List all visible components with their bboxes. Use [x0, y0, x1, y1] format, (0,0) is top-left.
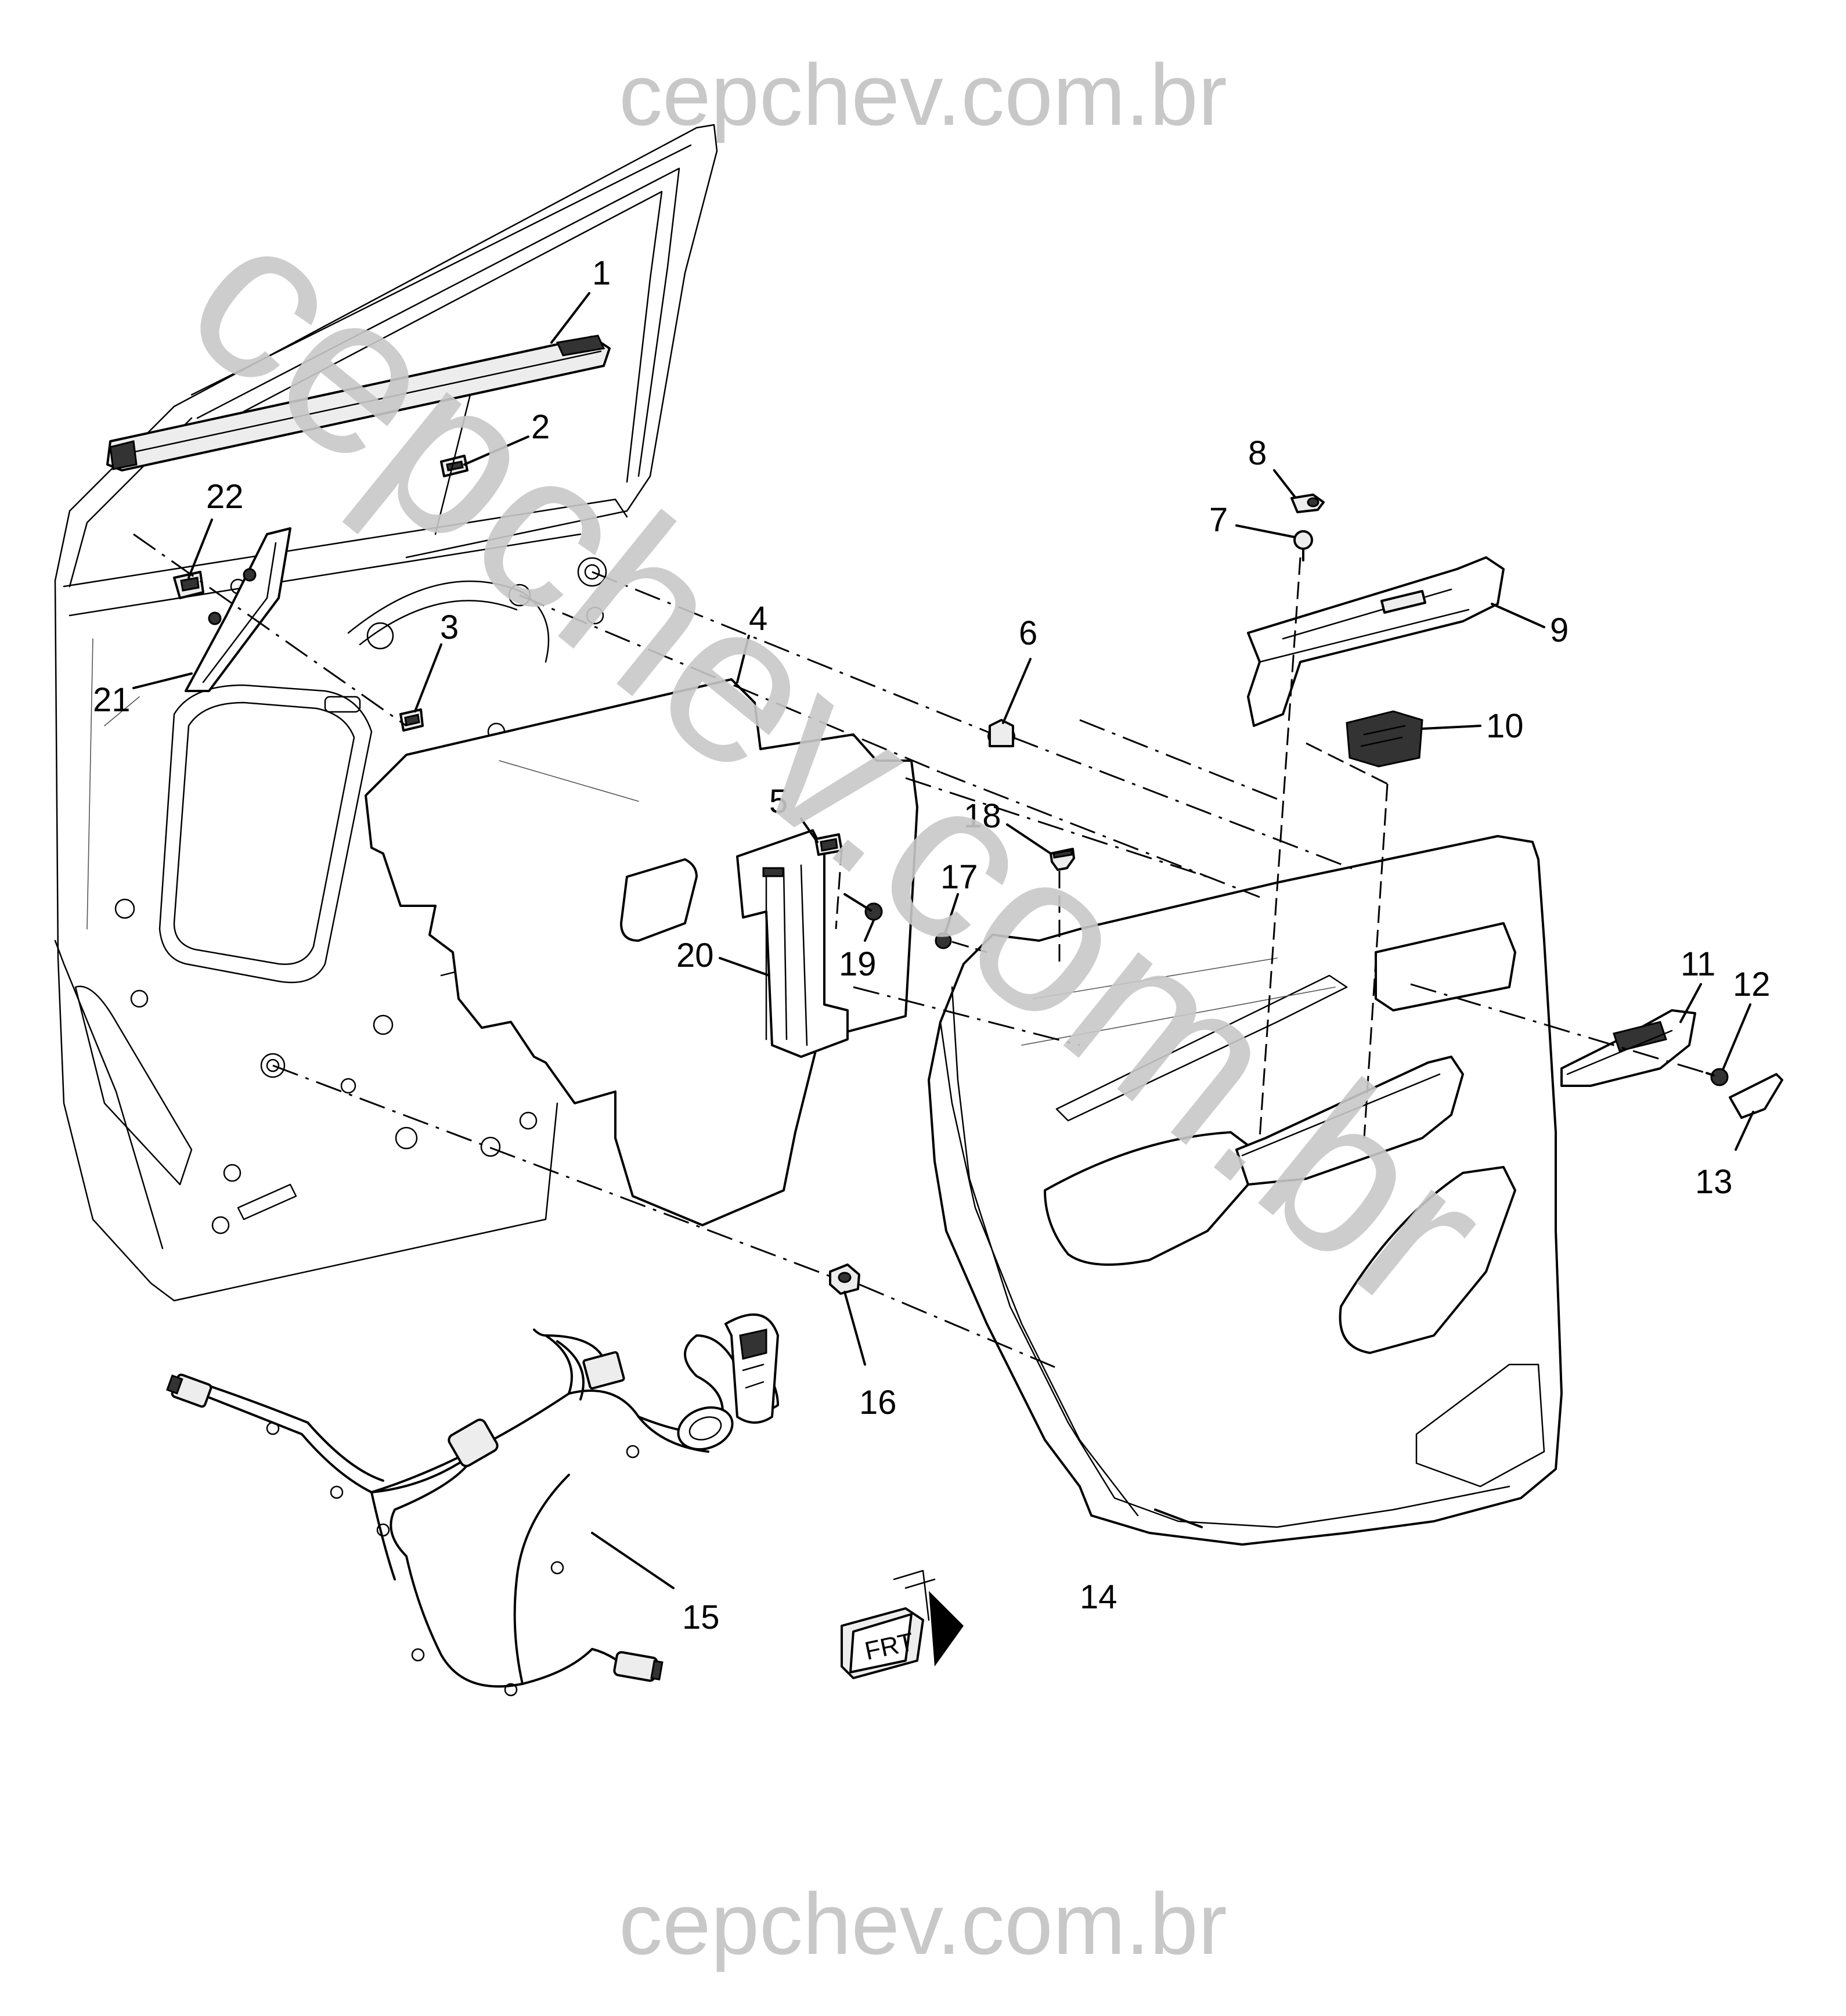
part-10-switch	[1346, 710, 1423, 768]
callout-7: 7	[1209, 501, 1228, 539]
part-6-grommet	[987, 719, 1015, 747]
part-4-water-deflector	[365, 678, 918, 1226]
part-17-screw	[935, 932, 952, 949]
callout-12: 12	[1733, 966, 1771, 1003]
callout-9: 9	[1550, 611, 1569, 649]
part-9-armrest-cover	[1247, 556, 1505, 727]
callout-11: 11	[1681, 945, 1715, 983]
callout-1: 1	[592, 254, 611, 292]
part-1-belt-weatherstrip	[106, 334, 611, 471]
callout-22: 22	[206, 478, 244, 516]
part-16-grommet	[829, 1263, 860, 1295]
part-11-inside-handle	[1560, 1009, 1696, 1087]
watermark-bottom: cepchev.com.br	[619, 1875, 1227, 1972]
callout-16: 16	[859, 1384, 897, 1421]
part-13-cover	[1729, 1073, 1783, 1119]
callout-5: 5	[769, 783, 788, 820]
callout-4: 4	[749, 600, 767, 638]
callout-17: 17	[940, 858, 978, 896]
part-3-clip	[399, 708, 424, 732]
callout-2: 2	[531, 408, 550, 446]
callout-6: 6	[1019, 614, 1037, 652]
callout-14: 14	[1080, 1578, 1117, 1616]
watermark-top: cepchev.com.br	[619, 46, 1227, 143]
part-7-screw	[1293, 530, 1313, 561]
front-direction-arrow: FRT	[841, 1569, 964, 1679]
part-18-clip	[1050, 848, 1075, 871]
callout-21: 21	[93, 681, 131, 719]
part-12-screw	[1706, 1068, 1729, 1086]
callout-19: 19	[839, 945, 877, 983]
callout-8: 8	[1248, 434, 1267, 472]
callout-20: 20	[676, 937, 714, 974]
watermark-diagonal: cepchev.com.br	[143, 166, 1532, 1359]
callout-18: 18	[964, 797, 1001, 835]
callout-labels: 1 2 3 4 5 6 7 8 9 10 11 12 13 14 15 16 1…	[93, 254, 1771, 1636]
leader-lines	[132, 292, 1754, 1589]
callout-3: 3	[440, 609, 459, 646]
part-22-clip	[173, 571, 246, 599]
part-8-clip	[1290, 494, 1325, 513]
part-14-trim-panel	[928, 835, 1563, 1546]
callout-13: 13	[1695, 1163, 1733, 1201]
assembly-lines	[133, 533, 1707, 1371]
part-2-clip	[434, 394, 471, 535]
part-15-wiring-harness	[166, 1313, 779, 1697]
callout-15: 15	[682, 1599, 720, 1636]
part-21-applique	[185, 527, 291, 692]
callout-10: 10	[1486, 707, 1524, 745]
